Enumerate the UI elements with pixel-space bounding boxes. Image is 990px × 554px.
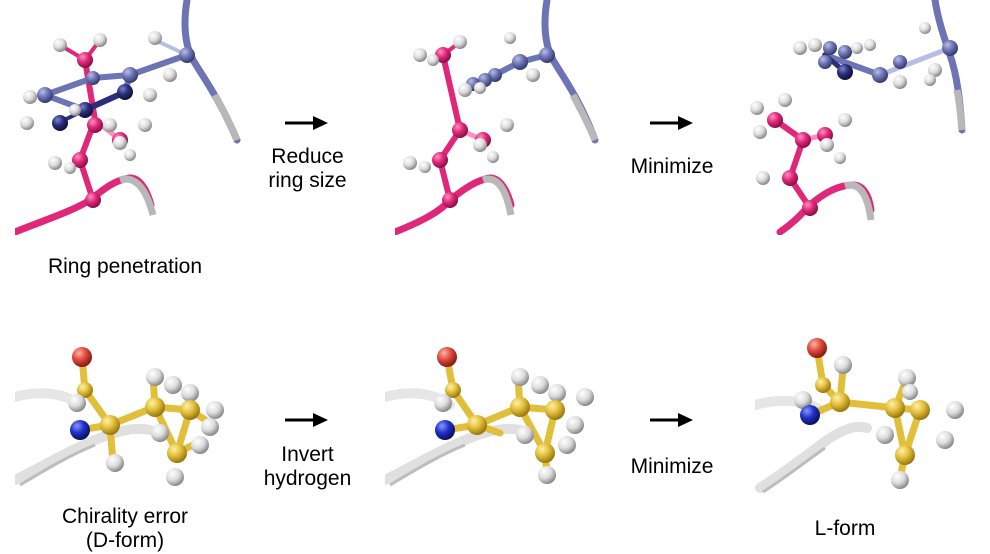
- minimized-ring-structure: [745, 0, 975, 235]
- d-form-caption-line1: Chirality error: [61, 505, 189, 528]
- right-arrow-icon: [650, 116, 693, 130]
- invert-label-line1: Invert: [281, 443, 334, 466]
- minimize-label-row2: Minimize: [630, 455, 714, 478]
- right-arrow-icon: [285, 413, 328, 427]
- d-form-caption: Chirality error (D-form): [30, 505, 220, 553]
- invert-hydrogen-label: Invert hydrogen: [240, 443, 375, 491]
- inverted-hydrogen-structure: [385, 335, 615, 495]
- reduce-label-line1: Reduce: [271, 145, 344, 168]
- l-form-caption: L-form: [814, 517, 876, 540]
- d-form-structure: [15, 335, 245, 495]
- ring-penetration-structure: [15, 0, 245, 235]
- right-arrow-icon: [650, 413, 693, 427]
- reduce-label-line2: ring size: [268, 169, 347, 192]
- reduce-ring-size-label: Reduce ring size: [245, 145, 370, 193]
- l-form-structure: [755, 330, 975, 505]
- ring-penetration-caption: Ring penetration: [47, 255, 203, 278]
- invert-label-line2: hydrogen: [263, 467, 352, 490]
- d-form-caption-line2: (D-form): [85, 529, 165, 552]
- right-arrow-icon: [285, 116, 328, 130]
- minimize-label-row1: Minimize: [630, 155, 714, 178]
- reduced-ring-structure: [395, 0, 615, 235]
